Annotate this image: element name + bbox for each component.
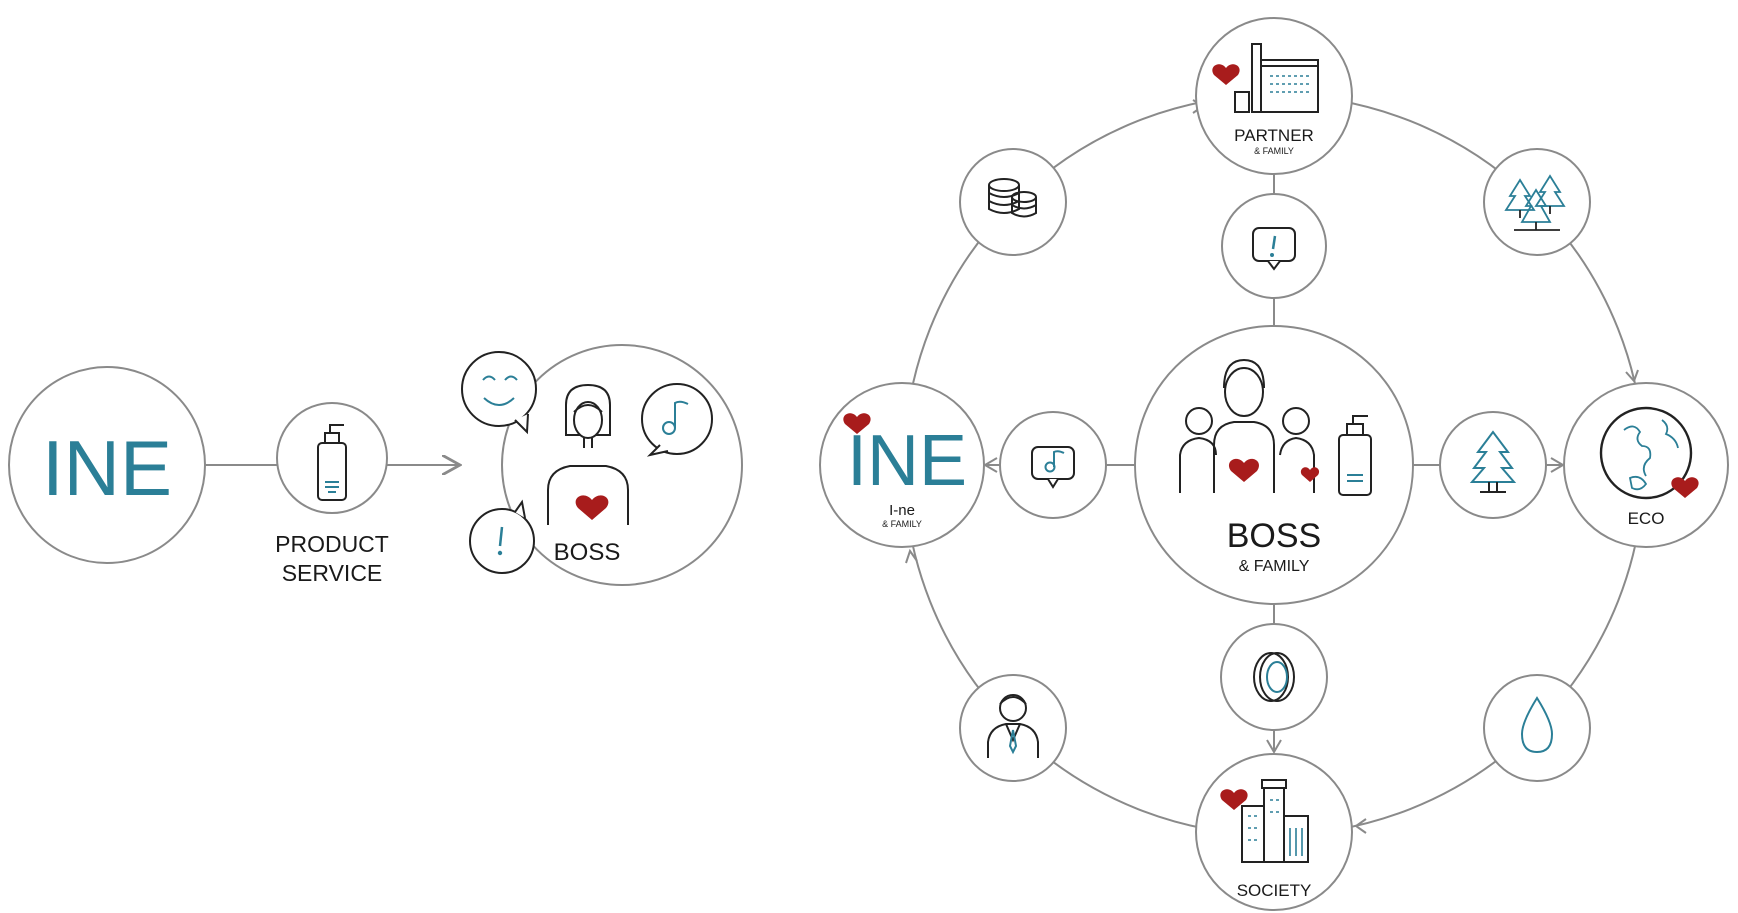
factory-icon — [1234, 43, 1319, 113]
exclamation-bubble-icon — [1252, 227, 1296, 271]
family-icon — [1179, 358, 1372, 496]
right-diagram: BOSS & FAMILY PARTNER & FAMILY INE I-ne … — [819, 17, 1729, 911]
businessman-node — [959, 674, 1067, 782]
eco-title: ECO — [1628, 509, 1665, 528]
businessman-icon — [987, 694, 1039, 758]
heart-icon — [575, 495, 609, 520]
trees-node — [1483, 148, 1591, 256]
product-label: PRODUCT — [275, 531, 389, 557]
left-diagram: INE PRODUCT SERVICE BOSS — [8, 344, 743, 586]
globe-icon — [1599, 406, 1693, 500]
heart-icon — [1671, 477, 1699, 498]
smile-bubble-icon — [461, 351, 537, 435]
heart-icon — [1212, 64, 1240, 85]
boss-woman-icon — [547, 383, 629, 525]
heart-icon — [1220, 789, 1248, 810]
service-label: SERVICE — [282, 560, 383, 586]
tree-node — [1439, 411, 1547, 519]
ine-subtitle: & FAMILY — [882, 519, 922, 529]
ring-arrow-bottom — [1354, 818, 1367, 834]
boss-label: BOSS — [554, 539, 621, 566]
coins-icon — [988, 178, 1037, 218]
ring-arrow-right — [1625, 369, 1639, 383]
partner-title: PARTNER — [1234, 126, 1314, 145]
exclamation-bubble-icon — [469, 499, 535, 574]
ine-circle — [8, 366, 206, 564]
boss-circle — [501, 344, 743, 586]
ine-title: I-ne — [889, 502, 915, 519]
ring-arrow-left — [905, 548, 918, 564]
ine-logo: INE — [42, 424, 172, 512]
partner-circle — [1195, 17, 1353, 175]
heart-icon — [843, 413, 871, 434]
tree-icon — [1469, 430, 1517, 493]
water-drop-icon — [1520, 696, 1554, 754]
trees-icon — [1504, 174, 1566, 231]
music-bubble-icon — [1031, 446, 1075, 489]
heart-icon — [1228, 458, 1260, 482]
buildings-icon — [1241, 779, 1309, 863]
music-bubble-icon — [641, 383, 713, 457]
ine-logo: INE — [847, 421, 967, 501]
heart-icon — [1300, 467, 1320, 482]
eco-circle — [1563, 382, 1729, 548]
society-title: SOCIETY — [1237, 881, 1312, 900]
partner-subtitle: & FAMILY — [1254, 146, 1294, 156]
coin-node — [1220, 623, 1328, 731]
product-circle — [276, 402, 388, 514]
center-title: BOSS — [1227, 517, 1321, 555]
water-node — [1483, 674, 1591, 782]
coin-icon — [1253, 652, 1295, 702]
center-subtitle: & FAMILY — [1239, 558, 1310, 575]
shampoo-bottle-icon — [317, 424, 347, 501]
